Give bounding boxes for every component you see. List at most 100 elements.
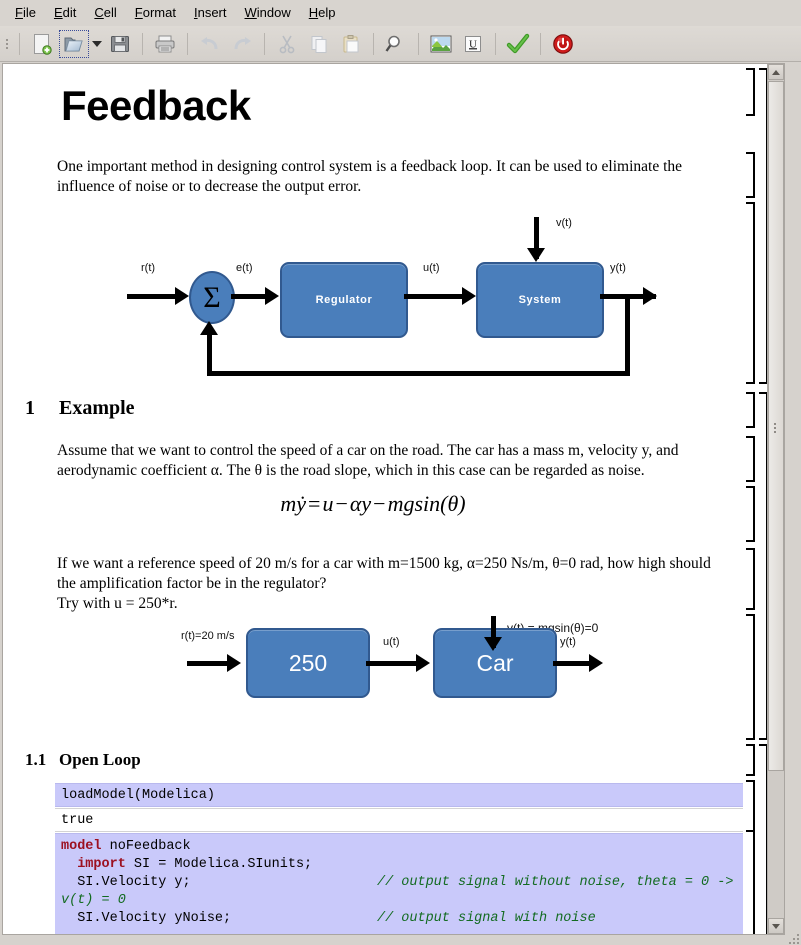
undo-button[interactable] [195, 30, 225, 58]
print-button[interactable] [150, 30, 180, 58]
menu-bar: File Edit Cell Format Insert Window Help [0, 0, 801, 26]
diagram1-arrowhead-e [265, 287, 279, 305]
section-heading-1: 1 Example [25, 397, 135, 420]
print-icon [154, 34, 176, 54]
diagram1-arrowhead-v [527, 248, 545, 262]
save-button[interactable] [105, 30, 135, 58]
notebook-document-area[interactable]: Feedback One important method in designi… [2, 63, 785, 935]
cell-bracket-diagram1[interactable] [746, 202, 755, 384]
diagram1-arrowhead-feedback [200, 321, 218, 335]
find-button[interactable] [381, 30, 411, 58]
diagram1-feedback-horiz [207, 371, 630, 376]
diagram2-label-r: r(t)=20 m/s [181, 630, 235, 642]
scrollbar-grip [774, 421, 776, 435]
menu-cell[interactable]: Cell [94, 5, 117, 20]
toolbar-separator [187, 32, 188, 55]
menu-insert[interactable]: Insert [193, 5, 227, 20]
diagram2-arrowhead-r [227, 654, 241, 672]
menu-file[interactable]: File [15, 5, 36, 20]
equation-equals: = [308, 491, 321, 516]
diagram2-line-u [366, 661, 424, 666]
equation-car-dynamics: mẏ=u−αy−mgsin(θ) [3, 491, 743, 517]
menu-format[interactable]: Format [134, 5, 176, 20]
cell-bracket-section11[interactable] [746, 744, 755, 776]
equation-mgsin: mgsin(θ) [387, 491, 466, 516]
toolbar-separator [19, 32, 20, 55]
redo-icon [231, 34, 253, 54]
open-button[interactable] [59, 29, 89, 58]
diagram1-label-y: y(t) [610, 262, 626, 274]
open-folder-icon [63, 34, 85, 54]
diagram2-arrowhead-u [416, 654, 430, 672]
cut-icon [277, 34, 297, 54]
cell-bracket-loadmodel[interactable] [746, 780, 755, 832]
sum-symbol: Σ [203, 280, 221, 314]
insert-image-button[interactable] [426, 30, 456, 58]
shutdown-icon [552, 33, 574, 55]
toolbar-separator [540, 32, 541, 55]
chevron-down-icon [92, 35, 102, 53]
diagram2-arrowhead-v [484, 637, 502, 651]
section-number-1: 1 [25, 397, 35, 419]
feedback-block-diagram: r(t) e(t) u(t) v(t) y(t) Σ Regulator [3, 204, 743, 389]
new-button[interactable] [27, 30, 57, 58]
diagram2-arrowhead-y [589, 654, 603, 672]
open-dropdown-button[interactable] [90, 30, 104, 58]
cell-bracket-title[interactable] [746, 68, 755, 116]
scrollbar-thumb[interactable] [768, 81, 784, 771]
diagram1-system-label: System [518, 294, 562, 306]
cell-bracket-model[interactable] [746, 830, 755, 934]
diagram2-label-y: y(t) [560, 636, 576, 648]
redo-button[interactable] [227, 30, 257, 58]
toolbar-separator [418, 32, 419, 55]
paste-button[interactable] [336, 30, 366, 58]
window-resize-grip[interactable] [785, 930, 799, 944]
undo-icon [199, 34, 221, 54]
vertical-scrollbar[interactable] [767, 64, 784, 934]
section-title-1: Example [59, 397, 135, 419]
quit-button[interactable] [548, 30, 578, 58]
cell-loadmodel-output[interactable]: true [55, 808, 743, 832]
diagram1-label-r: r(t) [141, 262, 156, 274]
cut-button[interactable] [272, 30, 302, 58]
toolbar: U [0, 26, 801, 62]
page-title: Feedback [61, 82, 251, 129]
question-paragraph: If we want a reference speed of 20 m/s f… [57, 554, 732, 614]
svg-text:U: U [469, 38, 477, 50]
menu-edit[interactable]: Edit [53, 5, 77, 20]
evaluate-button[interactable] [503, 30, 533, 58]
cell-loadmodel-input[interactable]: loadModel(Modelica) [55, 783, 743, 807]
scrollbar-down-button[interactable] [768, 918, 784, 934]
toolbar-separator [495, 32, 496, 55]
menu-window[interactable]: Window [244, 5, 291, 20]
copy-icon [309, 34, 329, 54]
scrollbar-up-button[interactable] [768, 64, 784, 80]
cell-bracket-diagram2[interactable] [746, 614, 755, 740]
copy-button[interactable] [304, 30, 334, 58]
notebook-page: Feedback One important method in designi… [3, 64, 743, 934]
cell-bracket-example[interactable] [746, 436, 755, 482]
diagram1-arrowhead-u [462, 287, 476, 305]
cell-bracket-equation[interactable] [746, 486, 755, 542]
underline-button[interactable]: U [458, 30, 488, 58]
triangle-up-icon [772, 69, 780, 75]
cell-bracket-question[interactable] [746, 548, 755, 610]
cell-code-content: model noFeedback import SI = Modelica.SI… [61, 839, 742, 926]
question-text: If we want a reference speed of 20 m/s f… [57, 555, 711, 593]
equation-lhs: mẏ [280, 491, 307, 516]
try-text: Try with u = 250*r. [57, 595, 178, 613]
toolbar-separator [264, 32, 265, 55]
menu-help[interactable]: Help [308, 5, 336, 20]
equation-u: u [322, 491, 334, 516]
cell-nofeedback-model-input[interactable]: model noFeedback import SI = Modelica.SI… [55, 833, 743, 934]
diagram2-line-y [553, 661, 598, 666]
equation-alpha-y: αy [349, 491, 372, 516]
diagram1-regulator-label: Regulator [315, 294, 373, 306]
cell-bracket-intro[interactable] [746, 152, 755, 198]
cell-bracket-section1[interactable] [746, 392, 755, 428]
diagram1-label-u: u(t) [423, 262, 440, 274]
diagram1-label-e: e(t) [236, 262, 253, 274]
toolbar-drag-handle[interactable] [3, 32, 10, 56]
diagram2-car-label: Car [476, 649, 514, 676]
